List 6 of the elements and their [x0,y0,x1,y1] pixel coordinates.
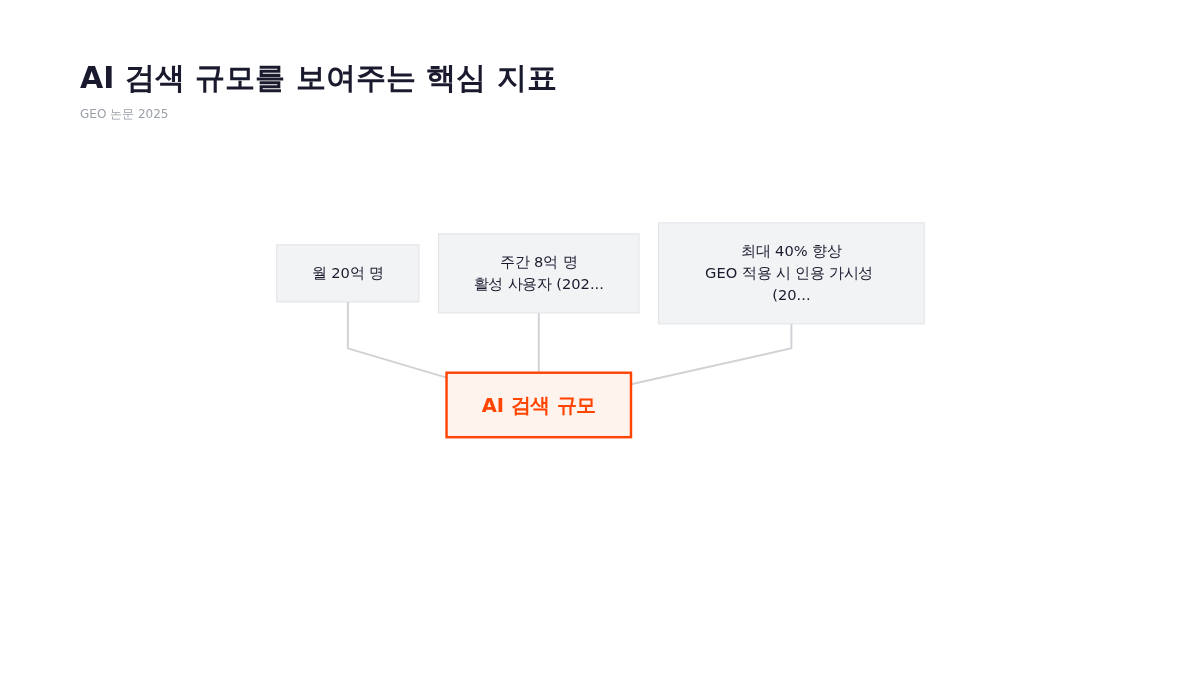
caption: GEO 논문 2025 [80,106,169,123]
node-box: 주간 8억 명 활성 사용자 (202... [437,233,640,314]
node-box: 월 20억 명 [275,244,419,303]
node-box: AI 검색 규모 [444,371,632,439]
node-box: 최대 40% 향상 GEO 적용 시 인용 가시성 (20... [657,222,925,325]
title: AI 검색 규모를 보여주는 핵심 지표 [80,59,557,97]
